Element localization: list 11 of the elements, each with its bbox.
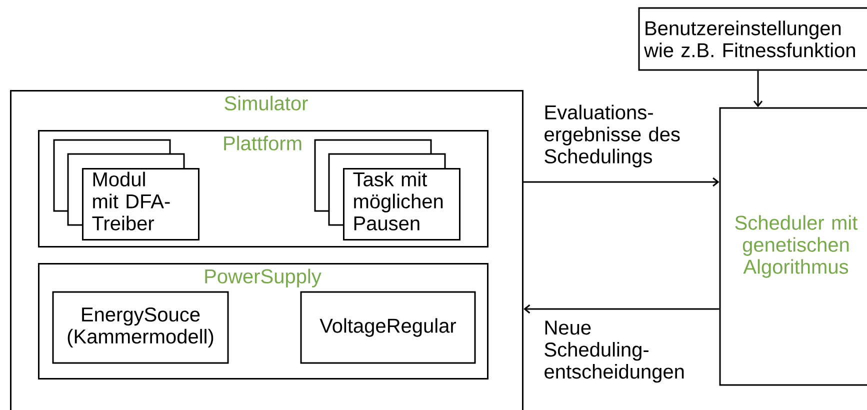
edge-label: Neue Scheduling- entscheidungen [544,320,684,383]
arrow [753,70,763,108]
component-box: EnergySouce (Kammermodell) [52,291,229,364]
settings-box: Benutzereinstellungen wie z.B. Fitnessfunktion [638,7,867,71]
component-box: VoltageRegular [300,291,476,364]
stacked-boxes: Modul mit DFA- Treiber [53,139,200,240]
arrow [524,177,720,187]
edge-label: Evaluations- ergebnisse des Schedulings [544,104,680,168]
scheduler-box: Scheduler mit genetischen Algorithmus [719,107,867,386]
stacked-boxes: Task mit möglichen Pausen [314,139,460,240]
arrow [524,304,720,314]
